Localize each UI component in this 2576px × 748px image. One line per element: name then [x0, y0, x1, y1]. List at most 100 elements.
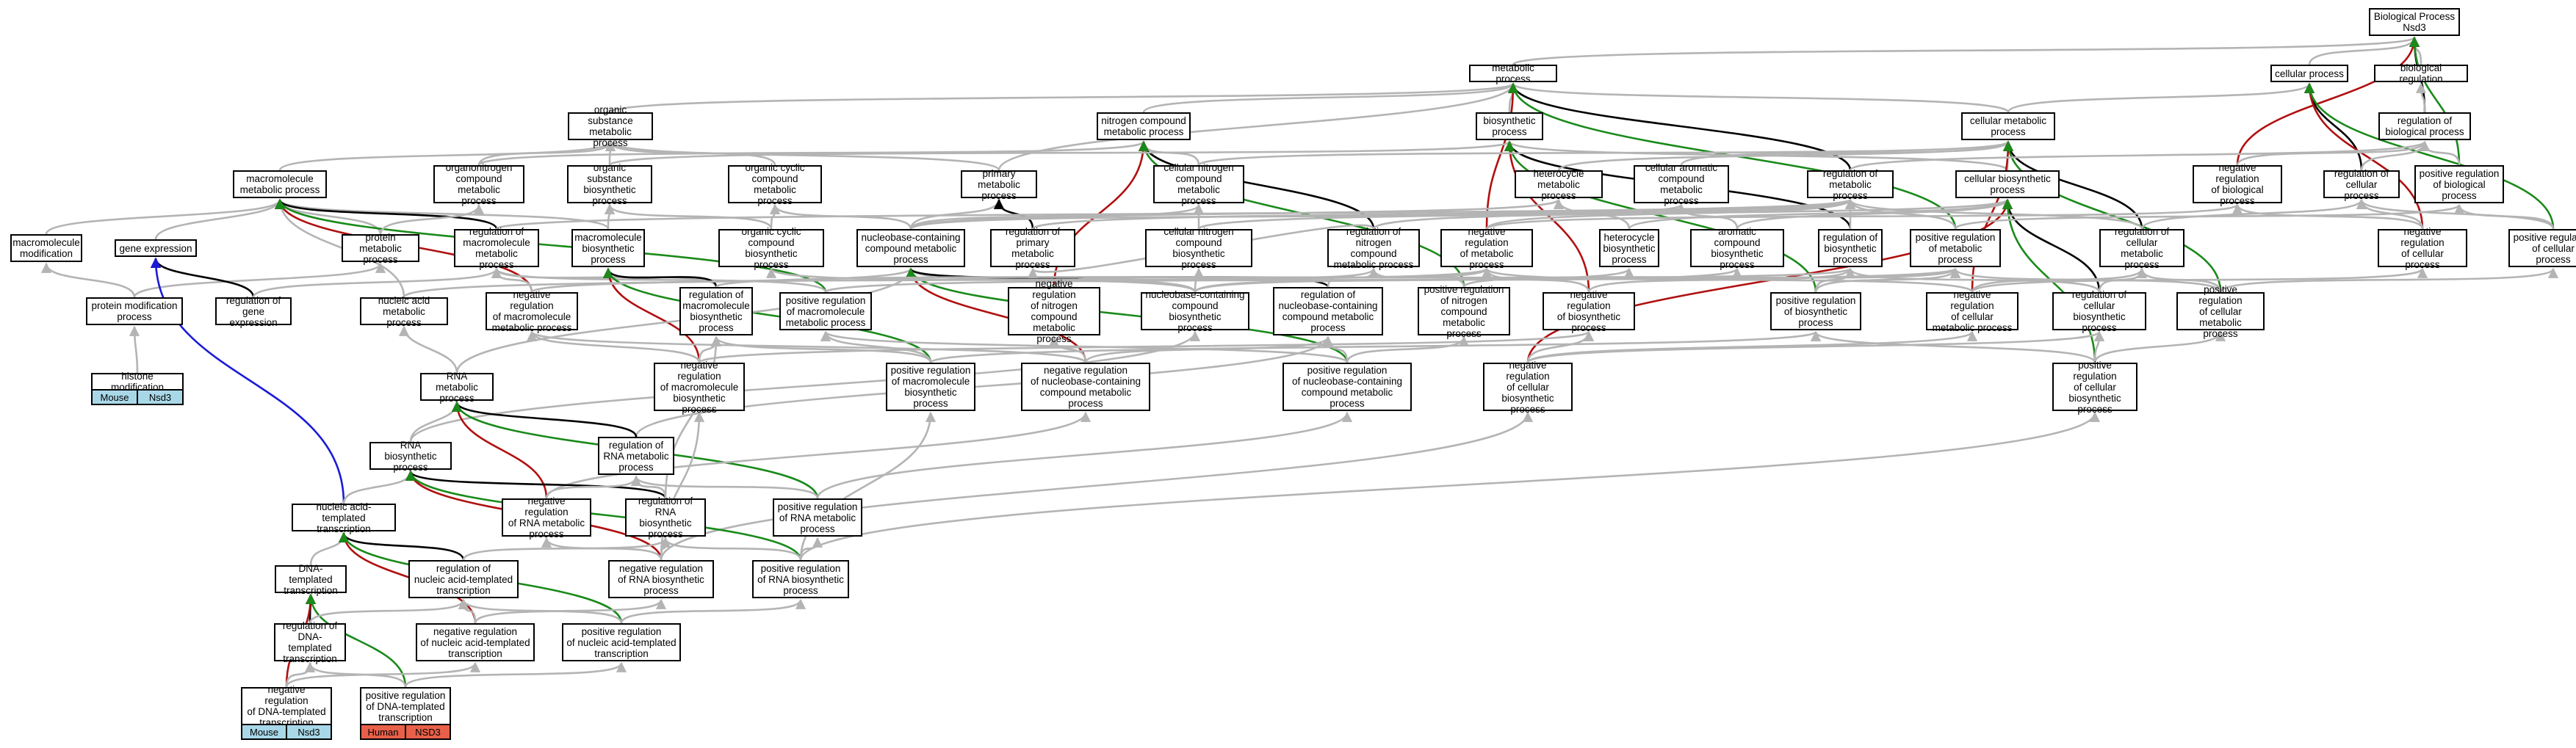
annotation-gene: Nsd3: [286, 725, 331, 738]
go-term-negative-regulation-of-macromolecule-metabolic-process[interactable]: negative regulation of macromolecule met…: [486, 289, 578, 333]
go-term-positive-regulation-of-rna-metabolic-process[interactable]: positive regulation of RNA metabolic pro…: [773, 498, 862, 537]
edge-is-a: [477, 140, 616, 166]
go-term-heterocycle-metabolic-process[interactable]: heterocycle metabolic process: [1515, 168, 1603, 201]
go-term-regulation-of-nitrogen-compound-metabolic-process[interactable]: regulation of nitrogen compound metaboli…: [1327, 226, 1420, 270]
go-term-positive-regulation-of-cellular-biosynthetic-process[interactable]: positive regulation of cellular biosynth…: [2052, 360, 2137, 415]
go-term-organic-cyclic-compound-metabolic-process[interactable]: organic cyclic compound metabolic proces…: [728, 162, 822, 206]
go-term-negative-regulation-of-cellular-process[interactable]: negative regulation of cellular process: [2378, 226, 2467, 270]
go-term-negative-regulation-of-macromolecule-biosynthetic-process[interactable]: negative regulation of macromolecule bio…: [654, 360, 745, 415]
go-term-negative-regulation-of-nitrogen-compound-metabolic-process[interactable]: negative regulation of nitrogen compound…: [1008, 278, 1100, 344]
go-term-organic-substance-metabolic-process[interactable]: organic substance metabolic process: [568, 104, 653, 148]
go-term-organic-substance-biosynthetic-process[interactable]: organic substance biosynthetic process: [567, 162, 652, 206]
go-term-positive-regulation-of-metabolic-process[interactable]: positive regulation of metabolic process: [1910, 229, 2001, 267]
edge-is-a: [698, 330, 1594, 364]
go-term-heterocycle-biosynthetic-process[interactable]: heterocycle biosynthetic process: [1599, 229, 1659, 267]
go-term-macromolecule-biosynthetic-process[interactable]: macromolecule biosynthetic process: [571, 229, 645, 267]
go-term-regulation-of-cellular-metabolic-process[interactable]: regulation of cellular metabolic process: [2099, 226, 2184, 270]
go-term-nucleic-acid-templated-transcription[interactable]: nucleic acid-templated transcription: [292, 501, 396, 534]
go-term-regulation-of-gene-expression[interactable]: regulation of gene expression: [215, 295, 292, 328]
go-term-nucleobase-containing-compound-metabolic-process[interactable]: nucleobase-containing compound metabolic…: [856, 229, 965, 267]
edge-is-a: [929, 330, 1821, 364]
go-term-dna-templated-transcription[interactable]: DNA-templated transcription: [275, 563, 347, 596]
edge-is-a: [1322, 335, 1349, 363]
go-term-negative-regulation-of-metabolic-process[interactable]: negative regulation of metabolic process: [1440, 226, 1533, 270]
edge-is-a: [635, 335, 1333, 437]
go-term-regulation-of-nucleobase-containing-compound-metabolic-process[interactable]: regulation of nucleobase-containing comp…: [1273, 287, 1383, 335]
edge-is-a: [1557, 140, 2013, 172]
edge-is-a: [2232, 203, 2424, 230]
go-term-regulation-of-dna-templated-transcription[interactable]: regulation of DNA-templated transcriptio…: [274, 620, 346, 664]
go-term-macromolecule-metabolic-process[interactable]: macromolecule metabolic process: [233, 170, 327, 198]
edge-regulates: [338, 531, 465, 561]
edge-is-a: [342, 470, 416, 504]
go-term-biological-process-nsd3[interactable]: Biological Process Nsd3: [2369, 8, 2460, 36]
go-term-regulation-of-macromolecule-metabolic-process[interactable]: regulation of macromolecule metabolic pr…: [454, 226, 539, 270]
go-term-regulation-of-macromolecule-biosynthetic-process[interactable]: regulation of macromolecule biosynthetic…: [679, 287, 753, 335]
edge-is-a: [1971, 267, 2428, 294]
go-term-cellular-biosynthetic-process[interactable]: cellular biosynthetic process: [1955, 170, 2060, 198]
go-term-negative-regulation-of-cellular-metabolic-process[interactable]: negative regulation of cellular metaboli…: [1926, 289, 2018, 333]
go-term-negative-regulation-of-rna-metabolic-process[interactable]: negative regulation of RNA metabolic pro…: [502, 495, 591, 540]
go-term-rna-biosynthetic-process[interactable]: RNA biosynthetic process: [369, 440, 452, 473]
go-term-metabolic-process[interactable]: metabolic process: [1469, 62, 1557, 84]
go-term-positive-regulation-of-dna-templated-transcription[interactable]: positive regulation of DNA-templated tra…: [360, 687, 451, 725]
go-term-regulation-of-cellular-biosynthetic-process[interactable]: regulation of cellular biosynthetic proc…: [2052, 289, 2146, 333]
go-term-negative-regulation-of-cellular-biosynthetic-process[interactable]: negative regulation of cellular biosynth…: [1483, 360, 1573, 415]
go-term-nitrogen-compound-metabolic-process[interactable]: nitrogen compound metabolic process: [1097, 112, 1191, 140]
go-term-aromatic-compound-biosynthetic-process[interactable]: aromatic compound biosynthetic process: [1690, 226, 1784, 270]
go-term-regulation-of-biosynthetic-process[interactable]: regulation of biosynthetic process: [1818, 229, 1883, 267]
edge-is-a: [1814, 267, 1961, 293]
go-term-protein-modification-process[interactable]: protein modification process: [86, 297, 183, 325]
go-term-negative-regulation-of-rna-biosynthetic-process[interactable]: negative regulation of RNA biosynthetic …: [608, 560, 714, 598]
edge-is-a: [285, 661, 481, 688]
go-term-cellular-aromatic-compound-metabolic-process[interactable]: cellular aromatic compound metabolic pro…: [1634, 162, 1729, 206]
go-term-positive-regulation-of-nitrogen-compound-metabolic-process[interactable]: positive regulation of nitrogen compound…: [1418, 284, 1510, 339]
go-term-regulation-of-metabolic-process[interactable]: regulation of metabolic process: [1807, 168, 1894, 201]
edge-is-a: [409, 330, 1200, 443]
go-term-cellular-nitrogen-compound-metabolic-process[interactable]: cellular nitrogen compound metabolic pro…: [1153, 162, 1244, 206]
go-term-positive-regulation-of-nucleic-acid-templated-transcription[interactable]: positive regulation of nucleic acid-temp…: [562, 623, 681, 661]
go-term-negative-regulation-of-nucleobase-containing-compound-metabolic-process[interactable]: negative regulation of nucleobase-contai…: [1021, 363, 1150, 411]
go-term-positive-regulation-of-cellular-process[interactable]: positive regulation of cellular process: [2508, 229, 2576, 267]
go-term-positive-regulation-of-biological-process[interactable]: positive regulation of biological proces…: [2414, 165, 2504, 203]
go-term-positive-regulation-of-macromolecule-metabolic-process[interactable]: positive regulation of macromolecule met…: [779, 292, 872, 330]
go-term-positive-regulation-of-cellular-metabolic-process[interactable]: positive regulation of cellular metaboli…: [2176, 284, 2265, 339]
edge-is-a: [477, 140, 1149, 167]
go-term-organonitrogen-compound-metabolic-process[interactable]: organonitrogen compound metabolic proces…: [433, 162, 524, 206]
go-term-primary-metabolic-process[interactable]: primary metabolic process: [961, 168, 1037, 201]
go-term-cellular-nitrogen-compound-biosynthetic-process[interactable]: cellular nitrogen compound biosynthetic …: [1145, 226, 1252, 270]
go-term-regulation-of-nucleic-acid-templated-transcription[interactable]: regulation of nucleic acid-templated tra…: [408, 560, 519, 598]
edge-is-a: [45, 198, 286, 235]
go-term-regulation-of-rna-metabolic-process[interactable]: regulation of RNA metabolic process: [598, 437, 674, 475]
go-term-gene-expression[interactable]: gene expression: [115, 239, 197, 257]
edge-is-a: [1512, 36, 2420, 66]
go-term-regulation-of-biological-process[interactable]: regulation of biological process: [2378, 112, 2471, 140]
go-term-cellular-process[interactable]: cellular process: [2270, 65, 2348, 82]
go-term-negative-regulation-of-dna-templated-transcription[interactable]: negative regulation of DNA-templated tra…: [241, 684, 332, 728]
go-term-histone-modification[interactable]: histone modification: [91, 371, 184, 393]
go-term-biological-regulation[interactable]: biological regulation: [2374, 62, 2468, 84]
annotation-species: Human: [367, 726, 399, 738]
go-term-negative-regulation-of-biosynthetic-process[interactable]: negative regulation of biosynthetic proc…: [1543, 289, 1635, 333]
go-term-cellular-metabolic-process[interactable]: cellular metabolic process: [1961, 112, 2055, 140]
go-term-positive-regulation-of-rna-biosynthetic-process[interactable]: positive regulation of RNA biosynthetic …: [752, 560, 849, 598]
edge-negatively-regulates: [2236, 36, 2420, 166]
go-term-negative-regulation-of-biological-process[interactable]: negative regulation of biological proces…: [2193, 162, 2282, 206]
go-term-nucleic-acid-metabolic-process[interactable]: nucleic acid metabolic process: [360, 295, 448, 328]
go-term-biosynthetic-process[interactable]: biosynthetic process: [1476, 112, 1543, 140]
go-term-positive-regulation-of-macromolecule-biosynthetic-process[interactable]: positive regulation of macromolecule bio…: [886, 363, 975, 411]
go-term-negative-regulation-of-nucleic-acid-templated-transcription[interactable]: negative regulation of nucleic acid-temp…: [416, 623, 535, 661]
go-term-protein-metabolic-process[interactable]: protein metabolic process: [342, 232, 419, 265]
go-term-positive-regulation-of-biosynthetic-process[interactable]: positive regulation of biosynthetic proc…: [1770, 292, 1861, 330]
edge-is-a: [824, 267, 1960, 294]
go-term-regulation-of-rna-biosynthetic-process[interactable]: regulation of RNA biosynthetic process: [625, 495, 706, 540]
go-term-nucleobase-containing-compound-biosynthetic-process[interactable]: nucleobase-containing compound biosynthe…: [1141, 289, 1249, 333]
go-term-rna-metabolic-process[interactable]: RNA metabolic process: [420, 371, 494, 404]
go-term-regulation-of-primary-metabolic-process[interactable]: regulation of primary metabolic process: [990, 226, 1075, 270]
go-term-regulation-of-cellular-process[interactable]: regulation of cellular process: [2323, 168, 2400, 201]
go-term-organic-cyclic-compound-biosynthetic-process[interactable]: organic cyclic compound biosynthetic pro…: [718, 226, 824, 270]
go-term-positive-regulation-of-nucleobase-containing-compound-metabolic-process[interactable]: positive regulation of nucleobase-contai…: [1282, 363, 1412, 411]
go-term-macromolecule-modification[interactable]: macromolecule modification: [10, 234, 82, 262]
